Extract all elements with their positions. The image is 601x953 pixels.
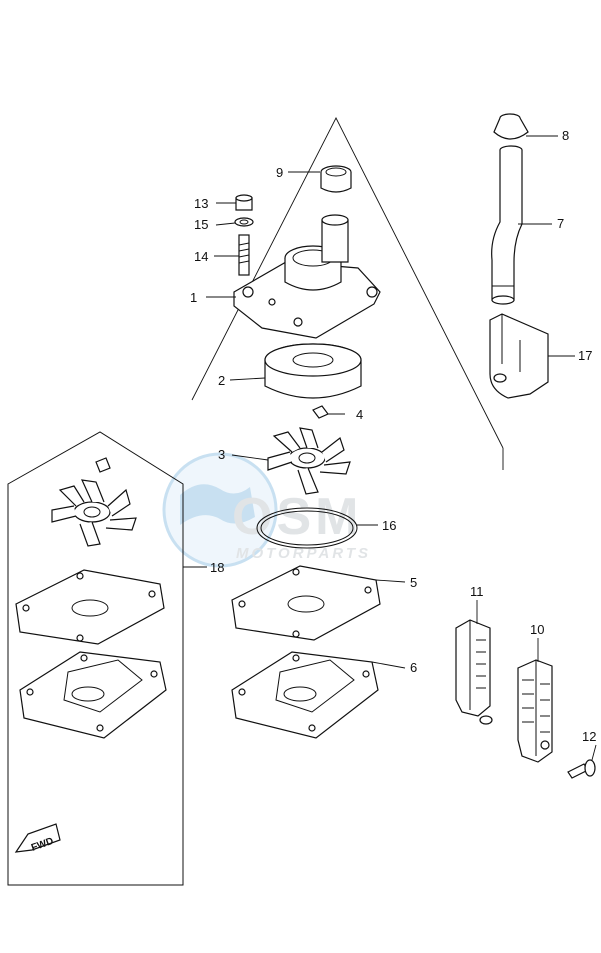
callout-14: 14 <box>194 249 208 264</box>
callout-3: 3 <box>218 447 225 462</box>
part-9-sleeve <box>320 165 352 193</box>
callout-10: 10 <box>530 622 544 637</box>
part-17-bracket <box>489 313 549 399</box>
part-16-o-ring <box>256 507 358 549</box>
callout-18: 18 <box>210 560 224 575</box>
callout-15: 15 <box>194 217 208 232</box>
part-4-key <box>312 405 329 419</box>
part-13-nut <box>235 194 253 211</box>
callout-6: 6 <box>410 660 417 675</box>
part-14-stud <box>238 234 250 276</box>
part-12-screw <box>567 759 596 779</box>
callout-2: 2 <box>218 373 225 388</box>
fwd-direction-marker: FWD <box>14 823 61 854</box>
part-1-pump-case <box>233 214 381 339</box>
assembly-guide-lines <box>191 117 504 449</box>
watermark: OSM MOTORPARTS <box>162 452 371 568</box>
callout-17: 17 <box>578 348 592 363</box>
part-6-plate <box>231 651 379 739</box>
callout-12: 12 <box>582 729 596 744</box>
callout-16: 16 <box>382 518 396 533</box>
watermark-subtitle: MOTORPARTS <box>236 545 371 562</box>
callout-7: 7 <box>557 216 564 231</box>
part-15-washer <box>234 217 254 227</box>
callout-numbers: 1 2 3 4 5 6 7 8 9 10 11 12 13 14 15 16 1… <box>190 128 596 744</box>
part-3-impeller <box>267 427 351 495</box>
part-8-cap <box>493 113 529 140</box>
part-18-kit-contents <box>15 457 167 739</box>
part-10-strainer <box>517 659 553 763</box>
callout-8: 8 <box>562 128 569 143</box>
callout-13: 13 <box>194 196 208 211</box>
part-7-hose <box>491 145 523 305</box>
part-5-gasket <box>231 565 381 641</box>
kit-outline <box>7 431 184 886</box>
part-2-insert <box>264 343 362 399</box>
leader-lines <box>183 135 597 761</box>
callout-1: 1 <box>190 290 197 305</box>
watermark-brand: OSM <box>232 488 362 546</box>
callout-4: 4 <box>356 407 363 422</box>
callout-5: 5 <box>410 575 417 590</box>
part-11-filter <box>455 619 493 725</box>
callout-9: 9 <box>276 165 283 180</box>
callout-11: 11 <box>470 584 484 599</box>
